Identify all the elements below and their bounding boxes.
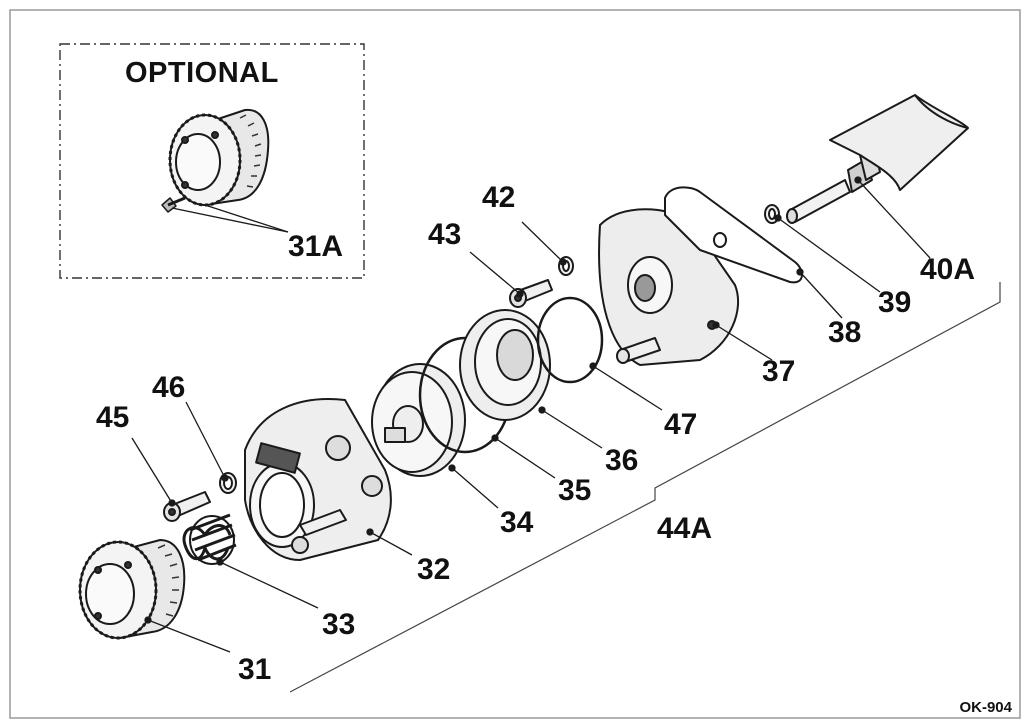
callout-37: 37 bbox=[762, 355, 796, 388]
assembly-bracket-line bbox=[289, 282, 1001, 693]
callout-32: 32 bbox=[417, 553, 451, 586]
leader-40a bbox=[857, 179, 931, 259]
leader-37 bbox=[715, 324, 773, 361]
callout-38: 38 bbox=[828, 316, 862, 349]
leader-36 bbox=[541, 409, 603, 449]
leader-33 bbox=[219, 561, 319, 609]
callout-35: 35 bbox=[558, 474, 592, 507]
part-31-cap bbox=[78, 539, 186, 640]
part-40a-lever bbox=[786, 94, 969, 224]
drawing-frame bbox=[9, 9, 1021, 719]
callout-33: 33 bbox=[322, 608, 356, 641]
callout-34: 34 bbox=[500, 506, 534, 539]
part-34-piston-disc bbox=[371, 363, 466, 477]
leader-31 bbox=[147, 619, 231, 653]
callout-45: 45 bbox=[96, 401, 130, 434]
part-32-housing bbox=[244, 398, 392, 561]
drawing-code: OK-904 bbox=[959, 699, 1012, 716]
leader-43 bbox=[469, 251, 521, 295]
leader-34 bbox=[451, 467, 499, 509]
callout-42: 42 bbox=[482, 181, 516, 214]
leader-32 bbox=[369, 531, 413, 556]
leader-38 bbox=[799, 271, 843, 319]
callout-39: 39 bbox=[878, 286, 912, 319]
optional-dashed-box bbox=[59, 43, 365, 279]
part-33-spring bbox=[182, 513, 237, 565]
part-32-bolt bbox=[299, 509, 347, 536]
part-36-diaphragm bbox=[459, 309, 551, 421]
part-31a-optional-cap bbox=[161, 108, 270, 213]
callout-40a: 40A bbox=[920, 253, 976, 286]
leader-45 bbox=[131, 437, 173, 504]
leader-42 bbox=[521, 221, 564, 263]
optional-title: OPTIONAL bbox=[125, 57, 279, 89]
part-38-gasket bbox=[664, 186, 803, 284]
callout-46: 46 bbox=[152, 371, 186, 404]
callout-47: 47 bbox=[664, 408, 698, 441]
leader-39 bbox=[777, 217, 881, 293]
callout-31: 31 bbox=[238, 653, 272, 686]
callout-31a: 31A bbox=[288, 230, 344, 263]
callout-43: 43 bbox=[428, 218, 462, 251]
leader-31a-b bbox=[171, 207, 289, 233]
part-43-screw bbox=[509, 279, 553, 308]
leader-46 bbox=[185, 401, 226, 479]
leader-47 bbox=[592, 365, 663, 411]
callout-44a: 44A bbox=[657, 512, 713, 545]
part-45-screw bbox=[163, 491, 211, 522]
leader-35 bbox=[494, 437, 556, 479]
part-47-o-ring bbox=[536, 296, 604, 384]
leader-31a-a bbox=[204, 204, 289, 233]
callout-36: 36 bbox=[605, 444, 639, 477]
